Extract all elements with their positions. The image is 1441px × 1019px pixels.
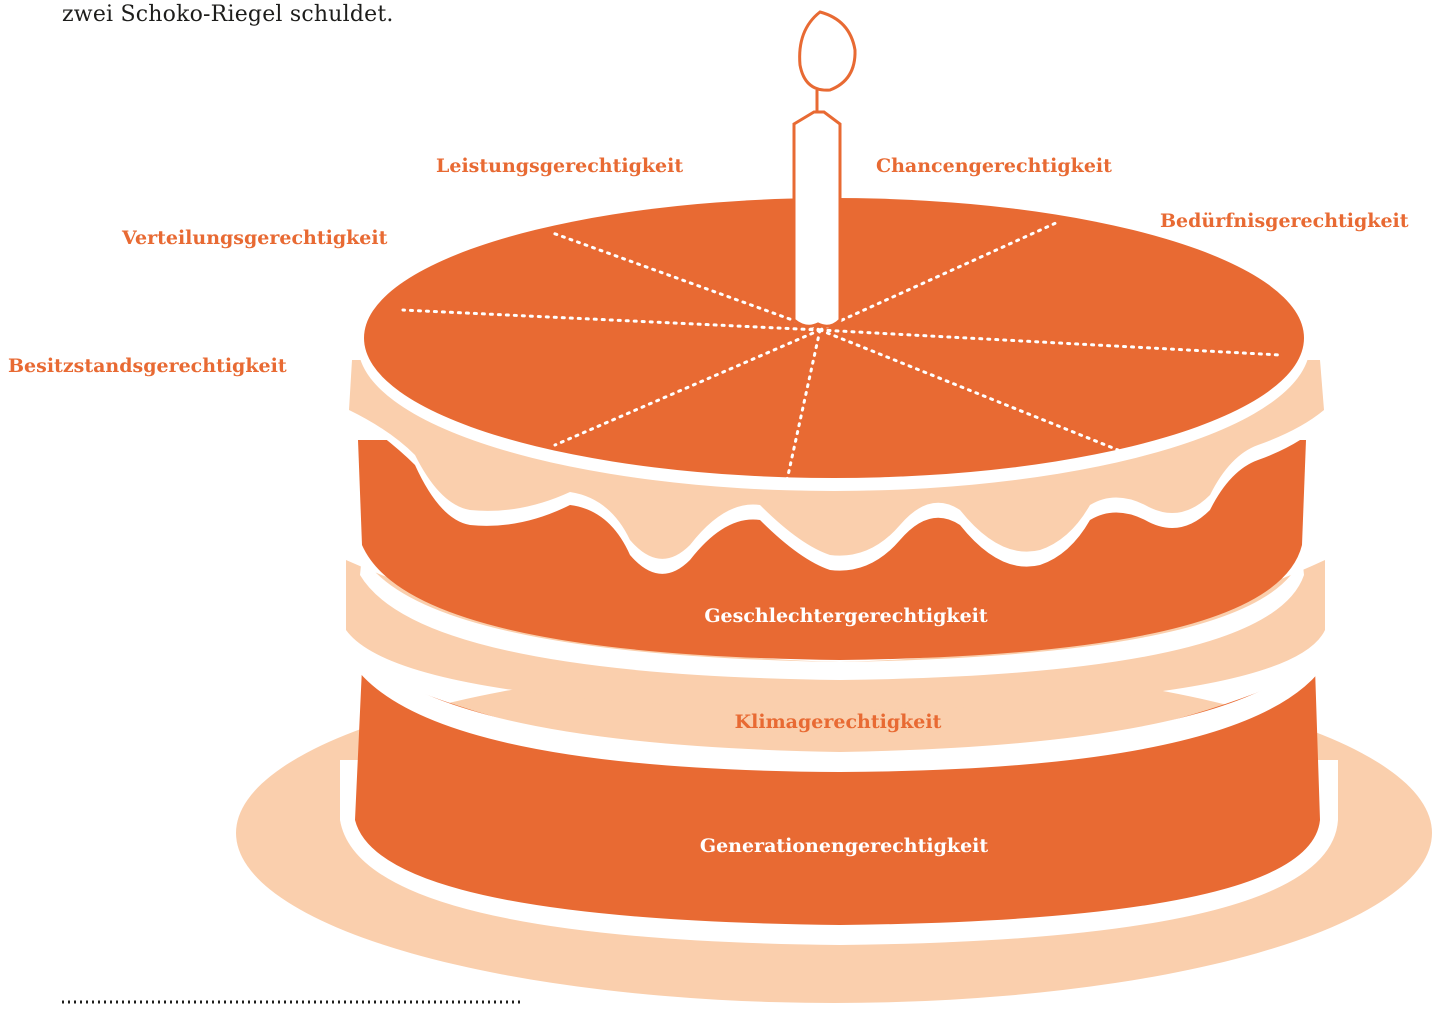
slice-line [553, 328, 822, 447]
slice-line [785, 328, 822, 482]
label-chancengerechtigkeit: Chancengerechtigkeit [876, 155, 1112, 177]
label-beduerfnisgerechtigkeit: Bedürfnisgerechtigkeit [1160, 210, 1409, 232]
slice-lines [401, 220, 1282, 482]
label-besitzstandsgerechtigkeit: Besitzstandsgerechtigkeit [8, 355, 287, 377]
slice-line [818, 220, 1060, 332]
slice-line [818, 328, 1120, 452]
cake-top [358, 198, 1310, 491]
cream-layer [346, 560, 1328, 772]
slice-line [401, 308, 822, 332]
label-leistungsgerechtigkeit: Leistungsgerechtigkeit [436, 155, 683, 177]
slice-line [818, 328, 1282, 357]
slice-line [548, 230, 822, 332]
label-geschlechtergerechtigkeit: Geschlechtergerechtigkeit [704, 605, 988, 627]
label-generationengerechtigkeit: Generationengerechtigkeit [700, 835, 989, 857]
label-verteilungsgerechtigkeit: Verteilungsgerechtigkeit [121, 227, 388, 249]
flame-icon [798, 10, 857, 92]
label-klimagerechtigkeit: Klimagerechtigkeit [735, 711, 942, 733]
candle-icon [792, 90, 842, 328]
bottom-tier [340, 668, 1338, 945]
intro-text: zwei Schoko-Riegel schuldet. [62, 2, 394, 27]
